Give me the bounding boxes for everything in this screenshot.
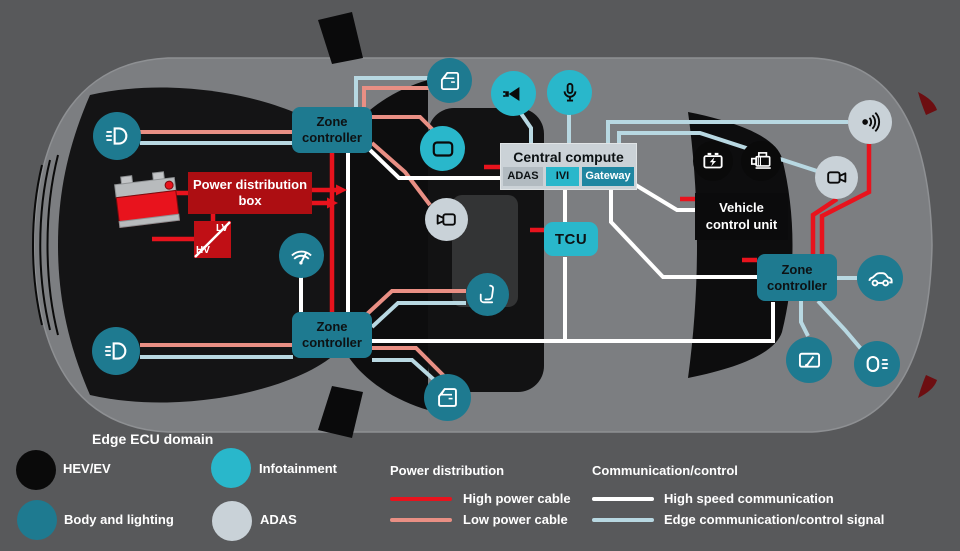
display-icon (420, 126, 465, 171)
legend-swatch-adas (212, 501, 252, 541)
hv-label: HV (196, 245, 210, 256)
legend-comm-title: Communication/control (592, 463, 738, 478)
central-compute-label: Central compute (513, 149, 624, 165)
e-motor-icon (741, 141, 781, 181)
tcu-box: TCU (544, 222, 598, 256)
central-module-adas: ADAS (503, 167, 543, 186)
seat-icon (466, 273, 509, 316)
speaker-icon (491, 71, 536, 116)
legend-line-low-power (390, 518, 452, 522)
legend-label-edge-comm: Edge communication/control signal (664, 512, 885, 527)
headlight-front-left-icon (93, 112, 141, 160)
taillight-icon (854, 341, 900, 387)
legend-line-edge-comm (592, 518, 654, 522)
ev-battery-icon (693, 141, 733, 181)
tcu-label: TCU (554, 230, 588, 248)
vehicle-control-unit-box: Vehicle control unit (695, 193, 788, 240)
legend-swatch-body-lighting (17, 500, 57, 540)
legend-power-title: Power distribution (390, 463, 505, 478)
headlight-rear-left-icon (92, 327, 140, 375)
lv-hv-box: LV HV (194, 221, 231, 258)
zone-controller-label: Zone controller (302, 319, 362, 350)
zone-controller-rear: Zone controller (757, 254, 837, 301)
power-distribution-box: Power distribution box (188, 172, 312, 214)
front-wiper-icon (279, 233, 324, 278)
legend-label-high-power: High power cable (463, 491, 571, 506)
vehicle-control-unit-label: Vehicle control unit (705, 199, 778, 232)
door-top-icon (427, 58, 472, 103)
radar-sensor-icon (848, 100, 892, 144)
central-compute-box: Central compute ADAS IVI Gateway (500, 143, 637, 190)
zone-controller-label: Zone controller (302, 114, 362, 145)
legend-label-low-power: Low power cable (463, 512, 568, 527)
interior-camera-icon (425, 198, 468, 241)
legend-label-high-speed: High speed communication (664, 491, 834, 506)
legend-label-adas: ADAS (260, 512, 297, 527)
legend-line-high-power (390, 497, 452, 501)
legend-swatch-infotainment (211, 448, 251, 488)
central-module-gateway: Gateway (582, 167, 634, 186)
zone-controller-left: Zone controller (292, 312, 372, 358)
power-distribution-box-label: Power distribution box (192, 176, 308, 208)
legend-line-high-speed (592, 497, 654, 501)
zone-controller-front: Zone controller (292, 107, 372, 153)
rear-wiper-icon (786, 337, 832, 383)
legend-label-infotainment: Infotainment (259, 461, 337, 476)
battery-illustration (108, 168, 186, 232)
legend-swatch-hevev (16, 450, 56, 490)
legend-label-hevev: HEV/EV (63, 461, 111, 476)
car-icon (857, 255, 903, 301)
door-bottom-icon (424, 374, 471, 421)
lv-label: LV (215, 223, 228, 234)
rear-camera-icon (815, 156, 858, 199)
legend-domain-title: Edge ECU domain (92, 431, 214, 447)
zone-controller-label: Zone controller (767, 261, 827, 293)
microphone-icon (547, 70, 592, 115)
legend-label-body-lighting: Body and lighting (64, 512, 174, 527)
central-module-ivi: IVI (546, 167, 579, 186)
